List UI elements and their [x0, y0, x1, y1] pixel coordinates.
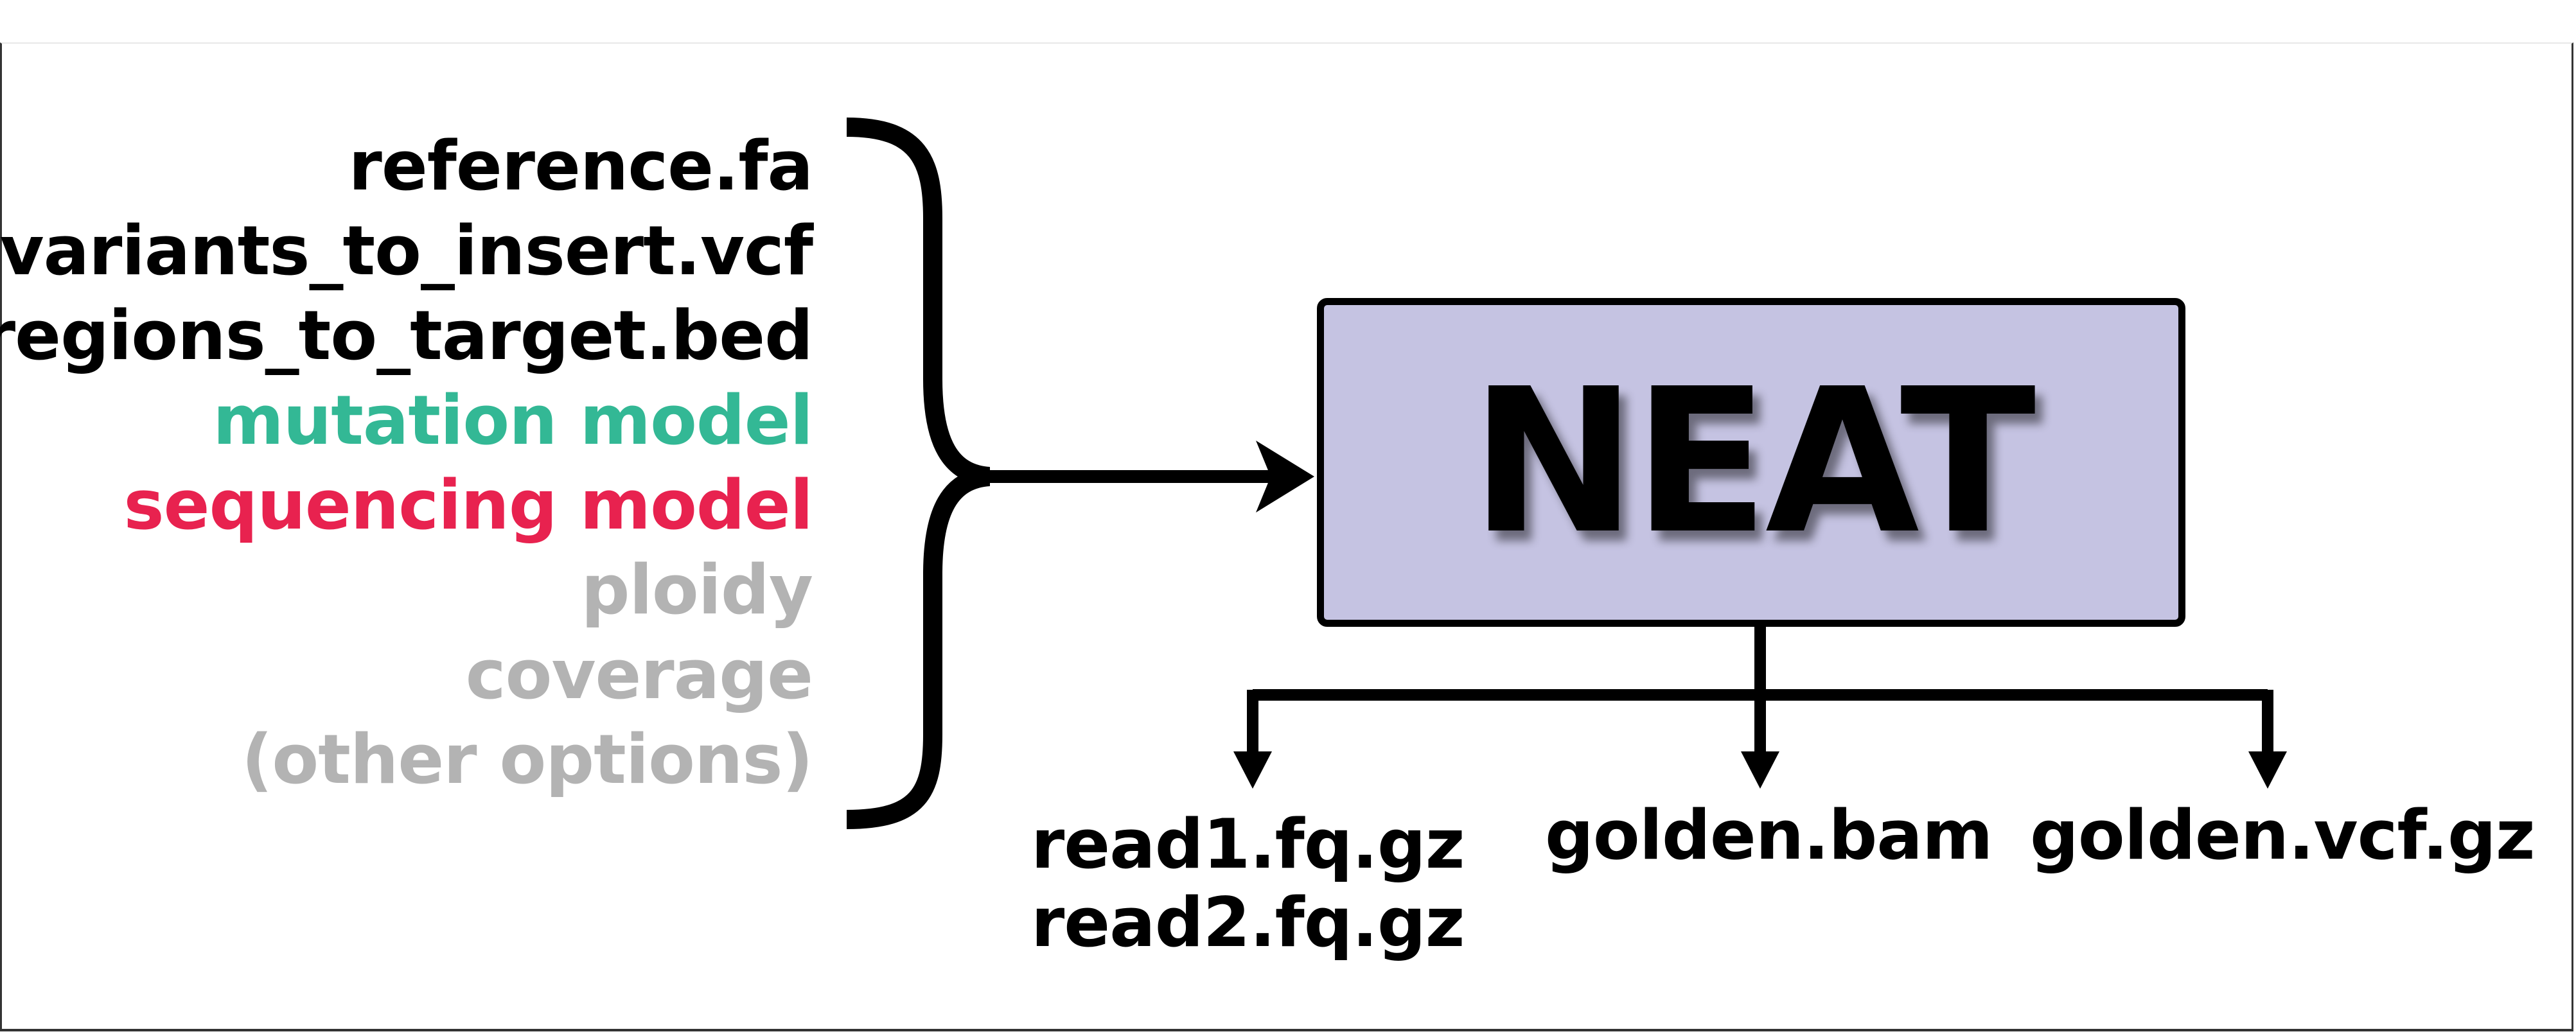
reads-arrow-head — [1233, 751, 1272, 789]
input-arrow-head — [1256, 441, 1314, 513]
diagram-frame — [0, 42, 2573, 1031]
output-golden-bam: golden.bam — [1545, 796, 1993, 875]
input-curly-brace — [846, 118, 991, 829]
input-reference-fa: reference.fa — [348, 127, 813, 206]
input-coverage: coverage — [465, 635, 813, 714]
neat-title: NEAT — [1470, 346, 2036, 578]
vcf-arrow-head — [2248, 751, 2287, 789]
output-golden-vcf: golden.vcf.gz — [2030, 796, 2536, 875]
input-sequencing-model: sequencing model — [123, 466, 813, 545]
input-other-options: (other options) — [241, 720, 813, 799]
output-read1: read1.fq.gz — [1031, 805, 1465, 884]
output-read2: read2.fq.gz — [1031, 883, 1465, 962]
neat-process-box: NEAT — [1317, 298, 2185, 627]
input-ploidy: ploidy — [581, 550, 813, 629]
input-regions-bed: regions_to_target.bed — [0, 296, 813, 375]
bam-arrow-head — [1741, 751, 1779, 789]
input-variants-vcf: variants_to_insert.vcf — [0, 211, 813, 290]
input-mutation-model: mutation model — [213, 381, 813, 460]
